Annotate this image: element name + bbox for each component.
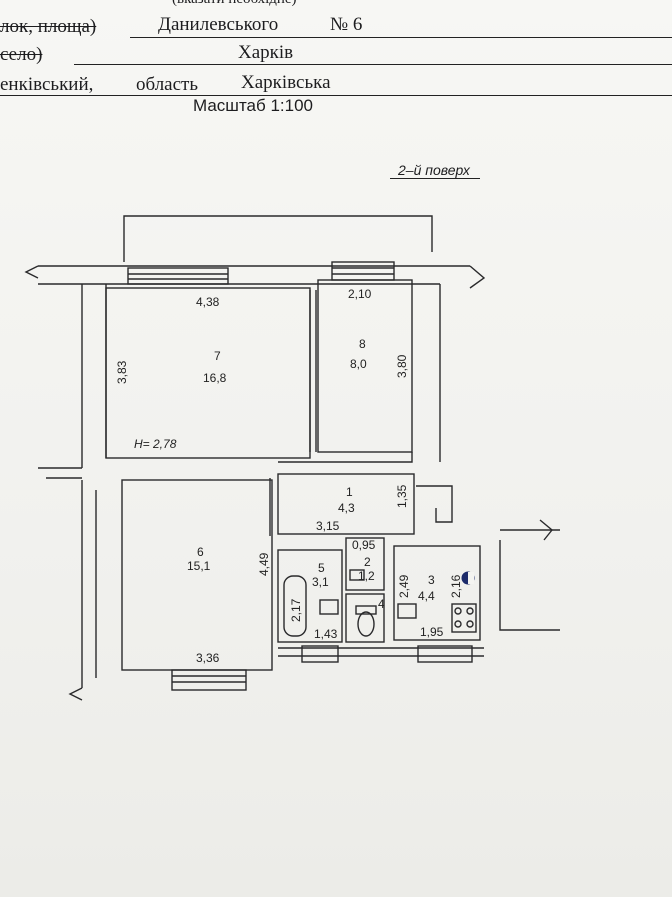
window-top-left <box>127 267 229 285</box>
room-2-number: 2 <box>364 555 371 569</box>
floor-label: 2–й поверх <box>398 162 470 178</box>
room-1-number: 1 <box>346 485 353 499</box>
outer-wall-right <box>439 265 486 462</box>
room-4-outline <box>345 593 385 643</box>
dim-r1-height: 1,35 <box>395 484 409 508</box>
header-row2-left: село) <box>0 44 43 65</box>
header-row3-line <box>0 95 672 96</box>
ceiling-height: H= 2,78 <box>134 437 177 451</box>
top-bay-outline <box>123 215 433 262</box>
room-6-outline <box>121 479 273 671</box>
room-7-area: 16,8 <box>203 371 227 385</box>
dim-r3-height: 2,16 <box>449 574 463 598</box>
dim-r5-height: 2,17 <box>289 598 303 622</box>
room-3-number: 3 <box>428 573 435 587</box>
dim-r8-width: 2,10 <box>348 287 372 301</box>
toilet <box>357 611 375 637</box>
room-4-number: 4 <box>378 597 385 611</box>
room-2-area: 1,2 <box>358 569 375 583</box>
scale-label: Масштаб 1:100 <box>193 96 313 115</box>
outer-wall-top <box>38 265 470 285</box>
dim-r5-width: 1,43 <box>314 627 338 641</box>
header-top-cut: (вказати необхідне) <box>172 0 297 8</box>
header-city: Харків <box>238 42 294 63</box>
room-1-area: 4,3 <box>338 501 355 515</box>
dim-r3-width: 1,95 <box>420 625 444 639</box>
room-1-outline <box>277 473 415 535</box>
room-8-number: 8 <box>359 337 366 351</box>
room-8-area: 8,0 <box>350 357 367 371</box>
room-3-outline <box>393 545 481 641</box>
dim-r2-height: 2,49 <box>397 574 411 598</box>
dim-r6-width: 3,36 <box>196 651 220 665</box>
stove <box>451 603 477 633</box>
dim-r7-height: 3,83 <box>115 360 129 384</box>
room-2-outline <box>345 537 385 591</box>
header-number: № 6 <box>330 14 363 35</box>
window-bottom-mid <box>301 645 339 663</box>
dim-r8-height: 3,80 <box>395 354 409 378</box>
floor-label-underline <box>390 178 480 179</box>
outer-wall-left <box>81 284 107 468</box>
header-row1-line <box>130 37 672 38</box>
room-8-outline <box>317 279 413 453</box>
window-bottom-left <box>171 669 247 691</box>
header-oblast: Харківська <box>241 72 331 93</box>
dim-r7-width: 4,38 <box>196 295 220 309</box>
dim-r2-width: 0,95 <box>352 538 376 552</box>
dim-r1-width: 3,15 <box>316 519 340 533</box>
room-6-number: 6 <box>197 545 204 559</box>
room-5-outline <box>277 549 343 643</box>
header-row1-left: лок, площа) <box>0 16 97 37</box>
room-6-area: 15,1 <box>187 559 211 573</box>
header-oblast-label: область <box>136 74 199 95</box>
dim-r6-height: 4,49 <box>257 552 271 576</box>
room-5-number: 5 <box>318 561 325 575</box>
header-district: енківський, <box>0 74 94 95</box>
room-3-area: 4,4 <box>418 589 435 603</box>
room-5-area: 3,1 <box>312 575 329 589</box>
window-top-right <box>331 261 395 281</box>
header-row2-line <box>74 64 672 65</box>
bathtub <box>283 575 307 637</box>
header-street: Данилевського <box>158 14 279 35</box>
window-bottom-right <box>417 645 473 663</box>
room-7-number-text: 7 <box>214 349 221 363</box>
